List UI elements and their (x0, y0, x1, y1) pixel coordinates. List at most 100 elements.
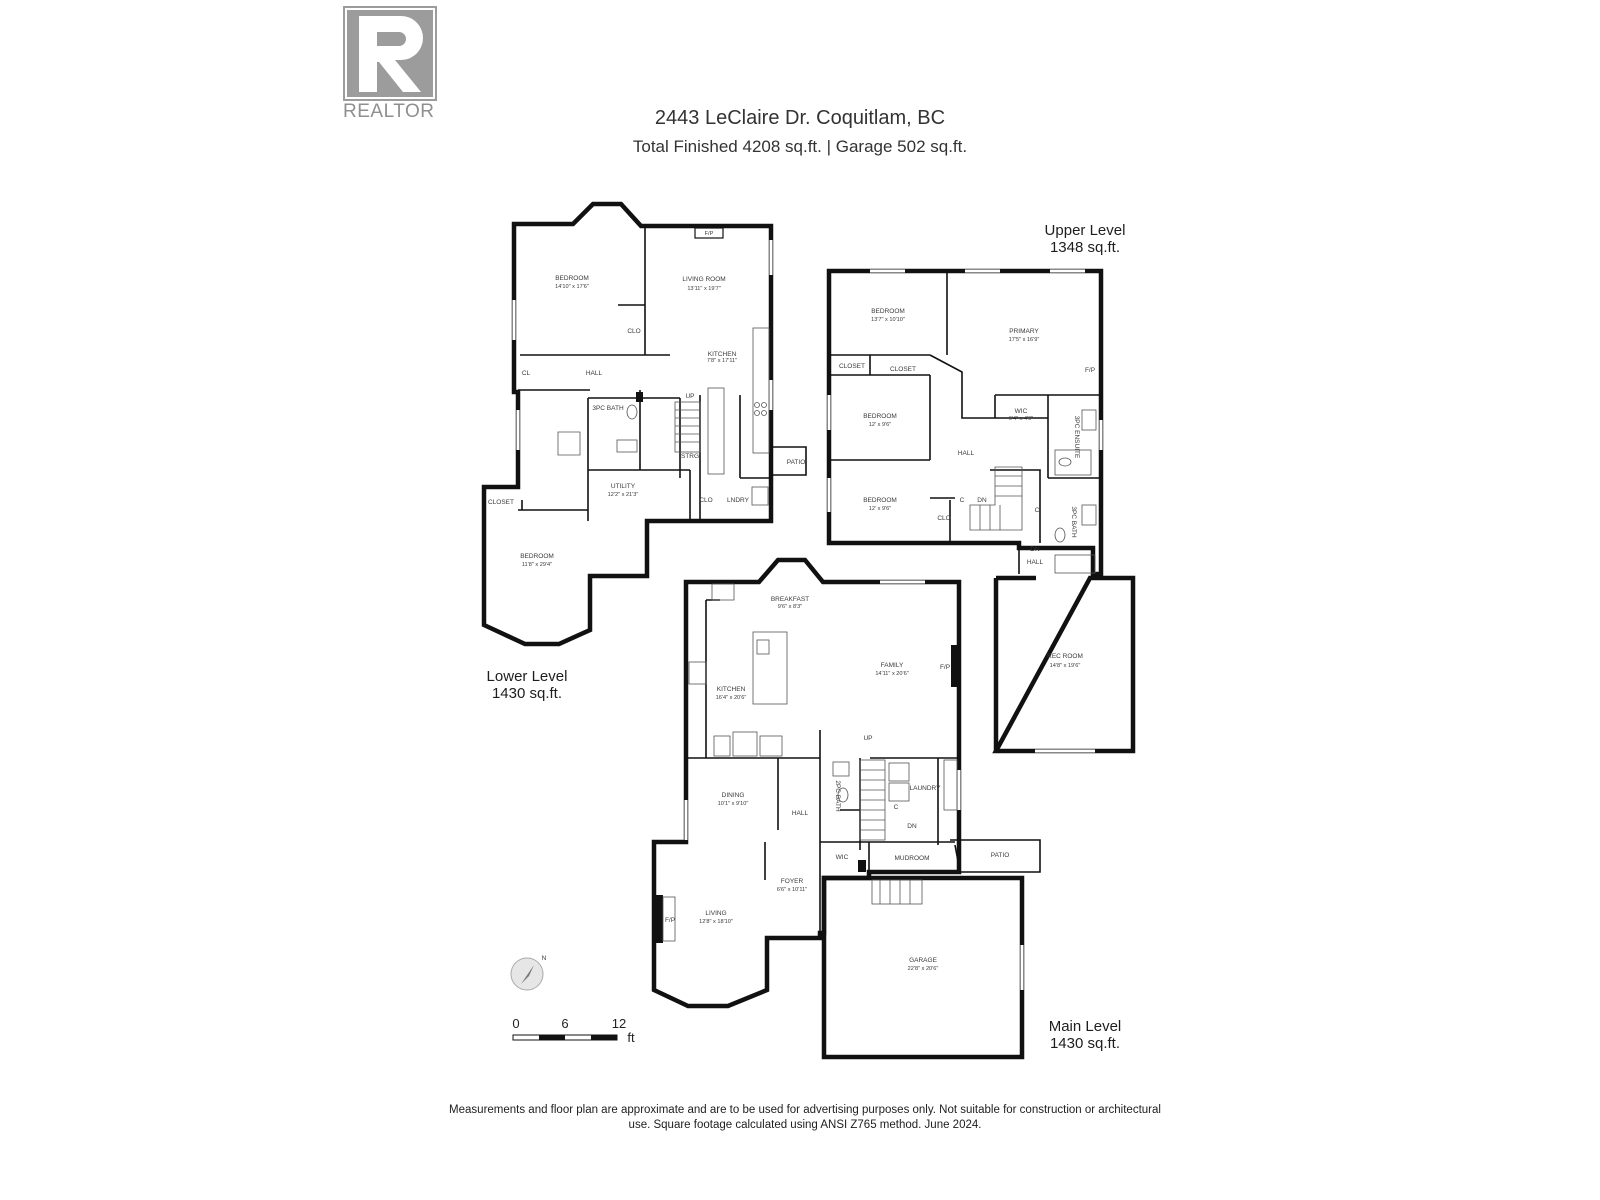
main-living-fireplace (656, 895, 663, 943)
upper-bedroom2-dims: 12' x 9'6" (869, 422, 891, 428)
lower-bedroom1-name: BEDROOM (555, 275, 589, 282)
lower-clo1-label: CLO (627, 328, 640, 335)
main-patio-label: PATIO (991, 852, 1010, 859)
upper-wic-dims: 6'4" x 4'9" (1009, 416, 1033, 422)
upper-tub (1054, 554, 1096, 574)
lower-utility-dims: 12'2" x 21'3" (608, 492, 639, 498)
upper-closet1-label: CLOSET (839, 363, 865, 370)
main-foyer-dims: 6'6" x 10'11" (777, 887, 807, 893)
upper-dn2-label: DN (1030, 546, 1040, 553)
main-dryer (888, 782, 910, 802)
lower-utility-name: UTILITY (611, 483, 636, 490)
lower-kitchen-name: KITCHEN (708, 351, 737, 358)
main-counter (759, 735, 783, 757)
disclaimer: Measurements and floor plan are approxim… (390, 1103, 1220, 1133)
lower-sink (616, 439, 638, 453)
lower-level-walls (481, 201, 774, 647)
main-laundry-counter (943, 759, 958, 811)
main-fp2-label: F/P (665, 917, 675, 924)
main-c-label: C (894, 804, 899, 811)
lower-stove-burner (761, 402, 767, 408)
lower-closet-label: CLOSET (488, 499, 514, 506)
main-garage-dims: 22'8" x 20'6" (908, 966, 939, 972)
realtor-logo-icon (345, 8, 435, 99)
main-mudroom-label: MUDROOM (894, 855, 929, 862)
lower-level-name: Lower Level (486, 668, 568, 685)
lower-strg-label: STRG (681, 453, 699, 460)
main-dining-dims: 10'1" x 9'10" (718, 801, 749, 807)
upper-level-walls (826, 268, 1104, 577)
main-island-sink (756, 639, 770, 655)
lower-tub (557, 431, 581, 456)
upper-c2-label: C (1035, 507, 1040, 514)
main-fridge (732, 731, 758, 757)
main-powder-sink (832, 761, 850, 777)
main-patio (950, 839, 1041, 873)
upper-stairs (969, 466, 1023, 531)
lower-bedroom2-name: BEDROOM (520, 553, 554, 560)
lower-kitchen-dims: 7'8" x 17'11" (707, 358, 737, 364)
main-fp-label: F/P (940, 664, 950, 671)
upper-fp-label: F/P (1085, 367, 1095, 374)
main-breakfast-name: BREAKFAST (771, 596, 809, 603)
main-wic-label: WIC (836, 854, 849, 861)
main-kitchen-dims: 16'4" x 20'6" (716, 695, 747, 701)
upper-bath-sink (1081, 504, 1097, 526)
main-foyer-name: FOYER (781, 878, 804, 885)
upper-closet2-label: CLOSET (890, 366, 916, 373)
lower-living-name: LIVING ROOM (682, 276, 725, 283)
upper-bedroom1-dims: 13'7" x 10'10" (871, 317, 905, 323)
lower-fireplace (694, 227, 724, 239)
lower-up-label: UP (685, 393, 694, 400)
lower-bath-label: 3PC BATH (592, 405, 624, 412)
main-kitchen-island (752, 631, 788, 705)
main-up-label: UP (863, 735, 872, 742)
lower-kitchen-counter (752, 327, 770, 454)
lower-laundry-label: LNDRY (727, 497, 750, 504)
main-living-dims: 12'8" x 18'10" (699, 919, 733, 925)
main-cooktop (688, 661, 707, 685)
main-family-fireplace (951, 645, 958, 687)
scale-tick-12: 12 (612, 1016, 626, 1031)
upper-ensuite-label: 3PC ENSUITE (1073, 416, 1080, 459)
lower-level-plan: F/P BEDROOM 14'10" x 17'6" LIVING ROOM 1… (481, 201, 807, 647)
compass-icon (510, 957, 544, 991)
scale-tick-6: 6 (561, 1016, 568, 1031)
lower-interior-walls (518, 226, 771, 521)
upper-primary-name: PRIMARY (1009, 328, 1039, 335)
scale-bar-segment (591, 1035, 617, 1040)
main-family-dims: 14'11" x 20'6" (875, 671, 908, 677)
upper-clo-label: CLO (937, 515, 950, 522)
main-dining-name: DINING (722, 792, 745, 799)
upper-bedroom2-name: BEDROOM (863, 413, 897, 420)
lower-kitchen-island (707, 387, 725, 475)
disclaimer-line-2: use. Square footage calculated using ANS… (628, 1119, 982, 1131)
upper-bedroom3-name: BEDROOM (863, 497, 897, 504)
main-fireplace-hearth (662, 896, 676, 942)
main-kitchen-sink (711, 583, 735, 601)
upper-hall2-label: HALL (1027, 559, 1044, 566)
lower-bedroom1-dims: 14'10" x 17'6" (555, 284, 589, 290)
garage-walls (821, 875, 1025, 1060)
upper-wic-name: WIC (1015, 408, 1028, 415)
upper-bath-toilet (1054, 527, 1066, 543)
main-washer (888, 762, 910, 782)
lower-column (636, 392, 643, 402)
upper-level-label: Upper Level 1348 sq.ft. (1030, 222, 1140, 256)
upper-c1-label: C (960, 497, 965, 504)
lower-hall-label: HALL (586, 370, 603, 377)
main-rec-dims: 14'8" x 19'6" (1050, 663, 1081, 669)
realtor-logo (343, 6, 437, 101)
main-garage-name: GARAGE (909, 957, 937, 964)
main-laundry-label: LAUNDRY (910, 785, 942, 792)
scale-bar: 0 6 12 ft (512, 1016, 635, 1045)
main-stairs (859, 759, 886, 841)
realtor-wordmark: REALTOR (343, 101, 435, 122)
upper-level-name: Upper Level (1044, 222, 1126, 239)
main-hall-label: HALL (792, 810, 809, 817)
upper-bedroom3-dims: 12' x 9'6" (869, 506, 891, 512)
lower-clo2-label: CLO (699, 497, 712, 504)
lower-washer (751, 486, 769, 506)
lower-fp-label: F/P (705, 231, 714, 237)
scale-unit: ft (627, 1030, 635, 1045)
